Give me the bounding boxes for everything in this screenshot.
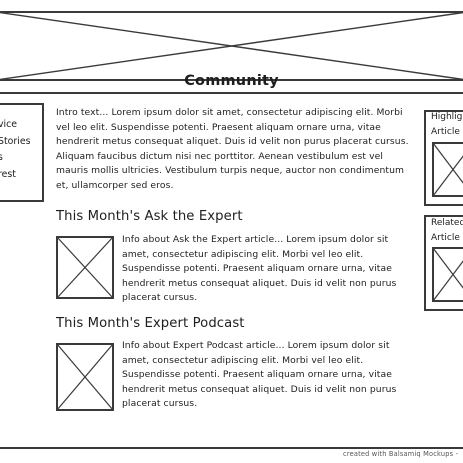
ask-expert-text: Info about Ask the Expert article... Lor…	[122, 234, 397, 304]
related-title: Related	[431, 218, 463, 228]
placeholder-image-icon	[432, 247, 463, 302]
left-nav-list: vice Stories s rest	[0, 117, 30, 183]
title-divider	[0, 92, 463, 94]
footer-credit: created with Balsamiq Mockups -	[343, 450, 459, 458]
nav-item[interactable]: rest	[0, 168, 16, 180]
nav-item[interactable]: vice	[0, 119, 18, 130]
related-label: Related Article	[431, 216, 463, 246]
intro-text: Intro text... Lorem ipsum dolor sit amet…	[56, 107, 409, 191]
related-subtitle: Article	[431, 233, 460, 243]
ask-expert-image	[56, 236, 114, 299]
related-image	[432, 247, 463, 302]
nav-item[interactable]: s	[0, 152, 3, 163]
left-nav-panel	[0, 103, 44, 202]
header-banner-image	[0, 10, 463, 82]
placeholder-image-icon	[432, 142, 463, 197]
ask-expert-heading[interactable]: This Month's Ask the Expert	[56, 209, 243, 224]
highlight-label: Highlig Article	[431, 110, 462, 140]
nav-item[interactable]: Stories	[0, 135, 31, 147]
placeholder-image-icon	[0, 11, 463, 81]
footer-divider	[0, 447, 463, 449]
podcast-text: Info about Expert Podcast article... Lor…	[122, 340, 397, 410]
podcast-image	[56, 343, 114, 411]
placeholder-image-icon	[56, 236, 114, 299]
highlight-subtitle: Article	[431, 127, 460, 137]
page-title: Community	[184, 73, 279, 89]
highlight-title: Highlig	[431, 112, 463, 122]
placeholder-image-icon	[56, 343, 114, 411]
podcast-heading[interactable]: This Month's Expert Podcast	[56, 316, 245, 331]
highlight-image	[432, 142, 463, 197]
